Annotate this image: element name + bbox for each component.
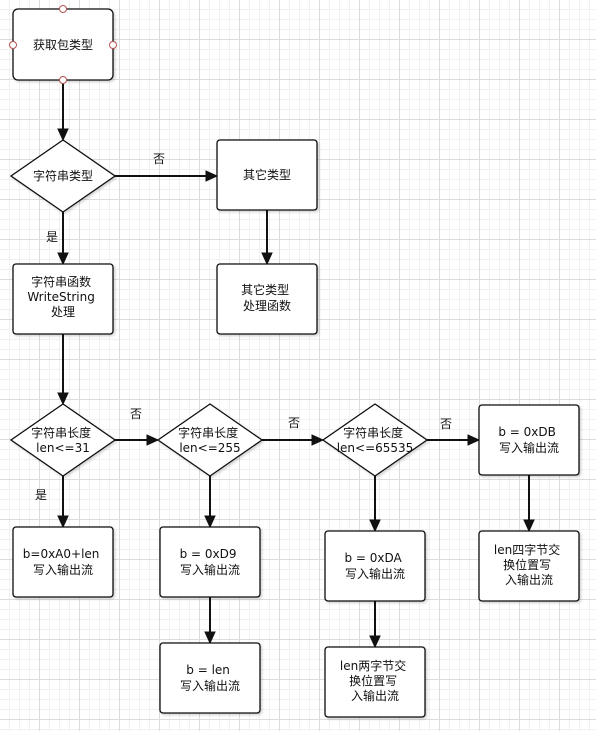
node-label: 处理函数 [243, 298, 291, 313]
node-label: 写入输出流 [345, 566, 405, 581]
svg-text:b=0xA0+len 写入输出流: b=0xA0+len 写入输出流 [23, 547, 103, 577]
node-label: 写入输出流 [180, 678, 240, 693]
node-write-len-2bytes-swapped[interactable]: len两字节交 换位置写 入输出流 [324, 646, 426, 718]
edge-label-yes: 是 [35, 488, 47, 502]
arrowhead [311, 434, 325, 446]
svg-text:其它类型: 其它类型 [243, 167, 291, 182]
edge-label-yes: 是 [46, 230, 58, 244]
svg-text:b = len 写入输出流: b = len 写入输出流 [180, 663, 240, 693]
node-label: 写入输出流 [33, 562, 93, 577]
resize-handle-bottom[interactable] [59, 76, 67, 84]
decision-label: len<=31 [36, 441, 90, 455]
node-label: len两字节交 [340, 658, 406, 673]
node-label: b = 0xD9 [180, 547, 237, 561]
svg-text:len两字节交 换位置写 入: len两字节交 换位置写 入输出流 [340, 658, 410, 703]
node-label: 入输出流 [351, 688, 399, 703]
resize-handle-left[interactable] [9, 41, 17, 49]
decision-label: 字符串长度 [343, 425, 403, 440]
node-label: 字符串函数 [31, 274, 91, 289]
svg-text:字符串长度 len<=31: 字符串长度 len<=31 [31, 425, 95, 455]
node-label: WriteString [27, 290, 95, 304]
node-label: 处理 [51, 305, 75, 319]
arrowhead [57, 252, 69, 266]
svg-text:字符串类型: 字符串类型 [33, 168, 93, 183]
node-label: b = len [186, 663, 230, 677]
resize-handle-right[interactable] [109, 41, 117, 49]
node-label: b = 0xDA [344, 551, 402, 565]
decision-len-le-255[interactable]: 字符串长度 len<=255 [156, 403, 264, 477]
arrowhead [57, 515, 69, 529]
arrowhead [57, 128, 69, 142]
arrowhead [261, 252, 273, 266]
edge-label-no: 否 [153, 152, 165, 166]
svg-text:b = 0xDA 写入输出流: b = 0xDA 写入输出流 [344, 551, 405, 581]
svg-text:字符串长度 len<=255: 字符串长度 len<=255 [178, 425, 242, 455]
nodes: 获取包类型 字符串类型 其它类型 其它类型 处理函数 [9, 5, 580, 718]
node-write-a0-plus-len[interactable]: b=0xA0+len 写入输出流 [12, 526, 114, 598]
node-label: 换位置写 [349, 673, 397, 688]
arrowhead [57, 392, 69, 406]
arrowhead [204, 631, 216, 645]
decision-label: len<=65535 [337, 441, 414, 455]
arrowhead [523, 519, 535, 533]
edge-label-no: 否 [288, 416, 300, 430]
decision-label: 字符串长度 [178, 425, 238, 440]
node-other-type-handler[interactable]: 其它类型 处理函数 [216, 263, 318, 335]
svg-text:b = 0xDB 写入输出流: b = 0xDB 写入输出流 [498, 425, 559, 455]
node-label: 换位置写 [503, 557, 551, 572]
node-write-d9[interactable]: b = 0xD9 写入输出流 [159, 526, 261, 598]
node-label: 其它类型 [241, 282, 289, 297]
node-label: 写入输出流 [180, 562, 240, 577]
svg-text:len四字节交 换位置写 入: len四字节交 换位置写 入输出流 [494, 542, 564, 587]
node-get-packet-type[interactable]: 获取包类型 [9, 5, 117, 84]
decision-is-string-type[interactable]: 字符串类型 [9, 139, 117, 213]
edge-label-no: 否 [130, 407, 142, 421]
arrowhead [204, 515, 216, 529]
arrowhead [146, 434, 160, 446]
node-label: len四字节交 [494, 542, 560, 557]
svg-text:获取包类型: 获取包类型 [33, 38, 93, 52]
arrowhead [369, 635, 381, 649]
edge-labels: 否 是 否 是 否 否 [35, 152, 452, 502]
decision-len-le-31[interactable]: 字符串长度 len<=31 [9, 403, 117, 477]
edges [57, 80, 535, 649]
arrowhead [369, 519, 381, 533]
node-write-len-1byte[interactable]: b = len 写入输出流 [159, 642, 261, 714]
edge-label-no: 否 [440, 417, 452, 431]
node-label: 写入输出流 [499, 440, 559, 455]
resize-handle-top[interactable] [59, 5, 67, 13]
svg-text:b = 0xD9 写入输出流: b = 0xD9 写入输出流 [180, 547, 241, 577]
node-label: 其它类型 [243, 167, 291, 182]
node-label: 获取包类型 [33, 38, 93, 52]
arrowhead [205, 170, 219, 182]
node-write-len-4bytes-swapped[interactable]: len四字节交 换位置写 入输出流 [478, 530, 580, 602]
svg-text:字符串函数 WriteString: 字符串函数 WriteString 处理 [27, 274, 98, 319]
node-label: b = 0xDB [498, 425, 556, 439]
node-write-db[interactable]: b = 0xDB 写入输出流 [478, 404, 580, 476]
node-other-type[interactable]: 其它类型 [216, 139, 318, 211]
decision-label: len<=255 [179, 441, 240, 455]
decision-len-le-65535[interactable]: 字符串长度 len<=65535 [321, 403, 429, 477]
node-write-da[interactable]: b = 0xDA 写入输出流 [324, 530, 426, 602]
svg-text:其它类型 处理函数: 其它类型 处理函数 [241, 282, 293, 313]
arrowhead [467, 434, 481, 446]
node-writestring-handler[interactable]: 字符串函数 WriteString 处理 [12, 263, 114, 335]
decision-label: 字符串类型 [33, 168, 93, 183]
svg-text:字符串长度 len<=65535: 字符串长度 len<=65535 [337, 425, 414, 455]
node-label: b=0xA0+len [23, 547, 100, 561]
node-label: 入输出流 [505, 572, 553, 587]
decision-label: 字符串长度 [31, 425, 91, 440]
